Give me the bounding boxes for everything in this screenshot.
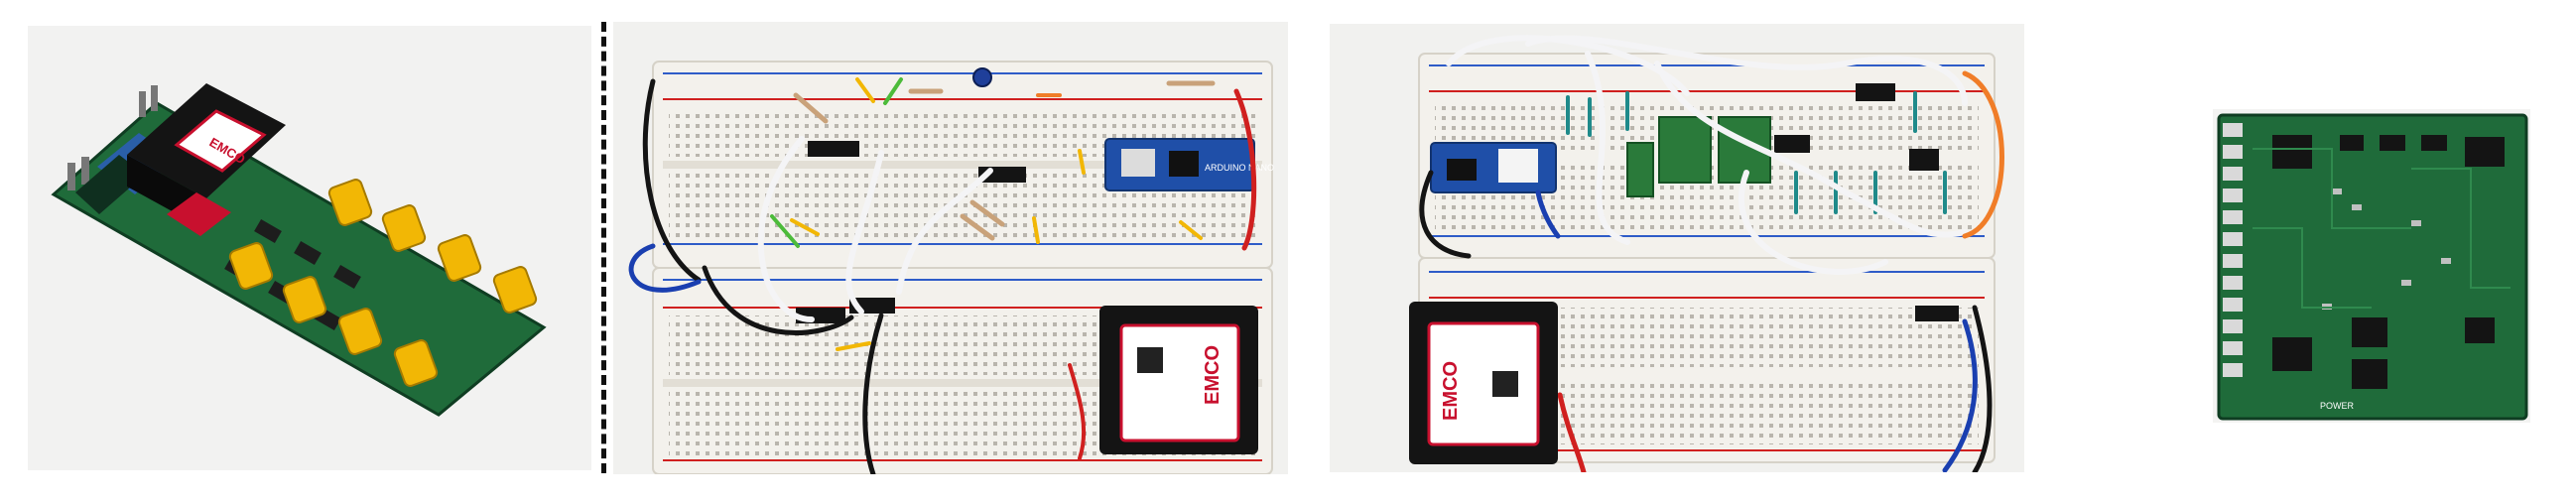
- wire-black-bottom: [862, 313, 884, 477]
- arduino-label: ARDUINO NANO: [1205, 163, 1274, 173]
- wire-red-bottom: [1068, 363, 1087, 460]
- wire-white-3: [896, 168, 993, 295]
- wire-black-mid: [702, 265, 854, 336]
- wire-red-right: [1233, 88, 1257, 251]
- wire-orange: [1962, 70, 2004, 239]
- wire-white-d: [1738, 170, 1888, 275]
- wire-blue-left: [628, 243, 702, 293]
- pcb-power-label: POWER: [2320, 401, 2355, 411]
- photo-breadboard-extended: EMCO: [1330, 24, 2024, 475]
- wire-black-b: [1972, 305, 1993, 475]
- arduino-module-2: [1430, 142, 1557, 193]
- wire-black-left: [642, 78, 702, 283]
- wire-red-a: [1557, 392, 1587, 475]
- xt60-connectors: [228, 179, 538, 387]
- emco-label-3: EMCO: [1440, 361, 1462, 421]
- photo-pcb-angled: EMCO: [28, 26, 591, 470]
- emco-module-3: EMCO: [1409, 302, 1558, 464]
- wire-white-b: [1525, 35, 1968, 106]
- breadboard-extended-illustration: EMCO: [1330, 24, 2024, 475]
- emco-label-2: EMCO: [1202, 345, 1224, 405]
- breadboard-prototype-illustration: ARDUINO NANO: [613, 22, 1288, 477]
- photo-breadboard-prototype: ARDUINO NANO: [613, 22, 1288, 477]
- pcb-angled-illustration: EMCO: [28, 26, 591, 470]
- dashed-divider: [601, 22, 606, 473]
- emco-module-2: EMCO: [1099, 306, 1258, 454]
- resistors: [793, 80, 1216, 241]
- wire-white-e: [1585, 51, 1630, 245]
- wire-black-a: [1419, 170, 1472, 259]
- wire-blue-b: [1942, 318, 1978, 473]
- arduino-module: ARDUINO NANO: [1104, 138, 1274, 191]
- wire-white-1: [757, 136, 815, 322]
- photo-pcb-topdown: POWER: [2213, 109, 2530, 423]
- wire-blue-a: [1535, 189, 1561, 239]
- wire-white-2: [845, 150, 884, 315]
- wire-white-c: [1654, 61, 1968, 238]
- pcb-topdown-illustration: POWER: [2213, 109, 2530, 423]
